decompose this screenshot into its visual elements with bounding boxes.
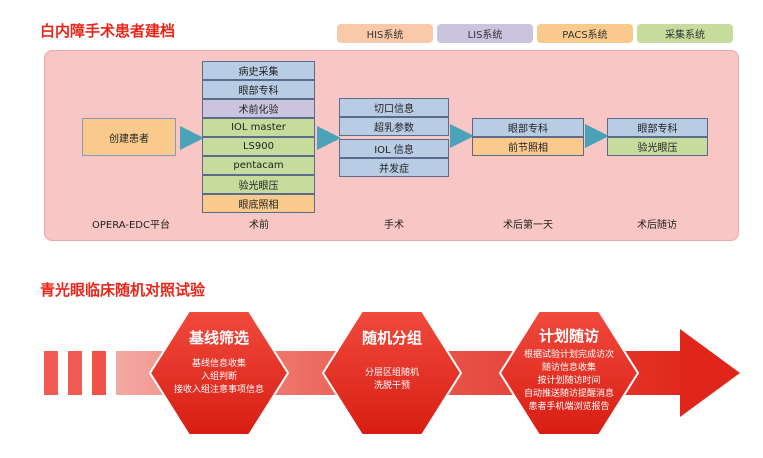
preop-item: 术前化验 [202,99,315,118]
legend-lis: LIS系统 [437,24,533,43]
day1-item: 前节照相 [472,137,584,156]
step-line: 接收入组注意事项信息 [173,385,264,395]
section1-title: 白内障手术患者建档 [40,22,176,40]
step-hexagon [321,310,463,436]
followup-item: 验光眼压 [607,137,708,156]
create-patient-box: 创建患者 [82,118,176,156]
step-line: 入组判断 [200,372,237,382]
preop-item: LS900 [202,137,315,156]
step-title: 随机分组 [361,329,422,347]
step-title: 计划随访 [538,327,599,345]
step-line: 基线信息收集 [191,359,246,369]
preop-item: 病史采集 [202,61,315,80]
legend-pacs: PACS系统 [537,24,633,43]
stage-label-preop: 术前 [249,220,269,231]
step-line: 随访信息收集 [541,363,596,373]
stage-label-day1: 术后第一天 [503,220,553,231]
preop-item: pentacam [202,156,315,175]
step-line: 根据试验计划完成访次 [523,350,614,360]
step-line: 患者手机端浏览报告 [528,402,610,412]
step-line: 分层区组随机 [364,368,419,378]
legend-his: HIS系统 [337,24,433,43]
preop-item: IOL master [202,118,315,137]
step-hexagon [498,310,640,436]
followup-item: 眼部专科 [607,118,708,137]
preop-item: 眼部专科 [202,80,315,99]
step-line: 洗脱干预 [373,381,410,391]
surgery-item: 超乳参数 [339,117,449,136]
dash-block [44,351,58,395]
dash-block [68,351,82,395]
dash-block [92,351,106,395]
preop-item: 验光眼压 [202,175,315,194]
step-line: 自动推送随访提醒消息 [523,389,614,399]
preop-item: 眼底照相 [202,194,315,213]
step-hexagon [148,310,290,436]
stage-label-surgery: 手术 [384,220,404,231]
surgery-item: 并发症 [339,158,449,177]
surgery-item: IOL 信息 [339,139,449,158]
day1-item: 眼部专科 [472,118,584,137]
legend-collect: 采集系统 [637,24,733,43]
surgery-item: 切口信息 [339,98,449,117]
step-title: 基线筛选 [188,329,249,347]
stage-label-platform: OPERA-EDC平台 [92,220,170,231]
step-line: 按计划随访时间 [537,376,601,386]
section2-title: 青光眼临床随机对照试验 [40,281,206,299]
stage-label-followup: 术后随访 [637,220,677,231]
flow-arrowhead [680,329,740,417]
